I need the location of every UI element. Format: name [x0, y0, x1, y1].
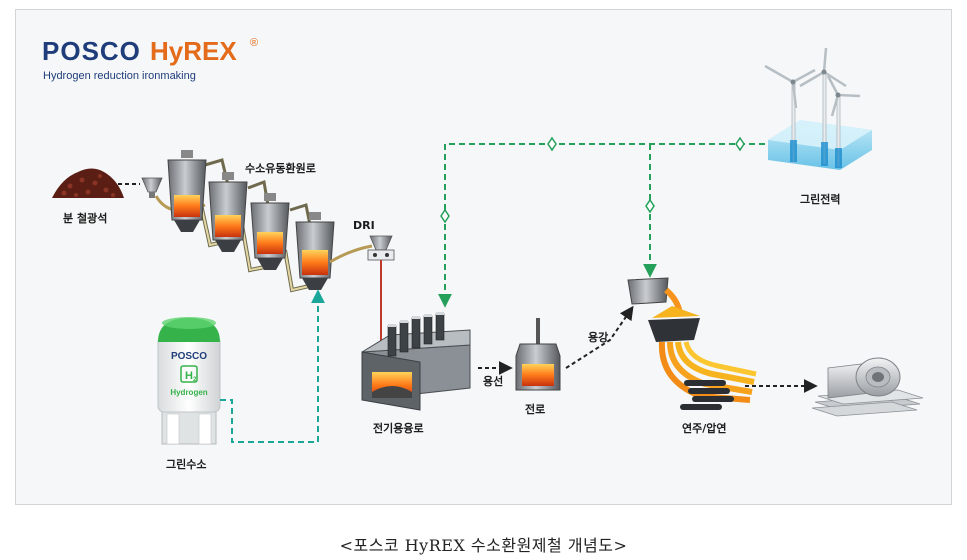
figure-caption: <포스코 HyREX 수소환원제철 개념도> [339, 536, 628, 555]
power-line-diamonds [440, 136, 745, 224]
hydrogen-feed-line [220, 289, 325, 443]
label-casting-rolling: 연주/압연 [682, 421, 727, 435]
diamond-icon [547, 136, 557, 152]
power-line-to-eaf [438, 143, 765, 308]
tank-brand: POSCO [171, 351, 207, 362]
diamond-icon [735, 136, 745, 152]
turbine-icon [764, 64, 816, 163]
label-green-power: 그린전력 [800, 192, 840, 206]
label-green-hydrogen: 그린수소 [166, 457, 206, 471]
iron-ore-pile [52, 168, 124, 198]
dri-hopper [367, 235, 395, 261]
hydrogen-tank: POSCO H 2 Hydrogen [157, 317, 221, 445]
tank-symbol: H [185, 370, 193, 382]
casting-rolling [627, 277, 757, 410]
registered-mark: ® [250, 37, 258, 49]
ore-hopper [141, 177, 163, 198]
tank-text: Hydrogen [170, 388, 207, 397]
turbine-icon [799, 47, 847, 165]
molten-steel-arrow [565, 305, 634, 369]
label-eaf: 전기용융로 [373, 421, 424, 435]
tank-subscript: 2 [193, 377, 197, 383]
label-fluidized-reactor: 수소유동환원로 [245, 161, 316, 175]
green-power-lines [438, 143, 765, 308]
label-converter: 전로 [525, 402, 545, 416]
label-molten-steel: 용강 [588, 330, 608, 344]
turbine-icon [826, 75, 861, 168]
brand-logo: POSCO HyREX ® Hydrogen reduction ironmak… [42, 36, 258, 82]
reactor-2 [208, 172, 248, 252]
label-dri: DRI [353, 219, 375, 232]
steel-products [811, 357, 924, 417]
h2-icon [180, 365, 198, 383]
posco-wordmark: POSCO [42, 36, 141, 66]
label-fine-ore: 분 철광석 [63, 211, 107, 225]
electric-melting-furnace [361, 312, 471, 411]
diamond-icon [645, 198, 655, 214]
reactor-4 [295, 212, 335, 290]
reactor-3 [250, 193, 290, 270]
green-power-turbines [764, 47, 872, 170]
label-molten-iron: 용선 [483, 374, 503, 388]
brand-subtitle: Hydrogen reduction ironmaking [43, 70, 196, 82]
diamond-icon [440, 208, 450, 224]
fluidized-reactors [154, 150, 335, 293]
reactor-1 [167, 150, 207, 232]
converter [515, 318, 561, 391]
dri-duct [329, 244, 373, 264]
hyrex-wordmark: HyREX [150, 36, 237, 66]
